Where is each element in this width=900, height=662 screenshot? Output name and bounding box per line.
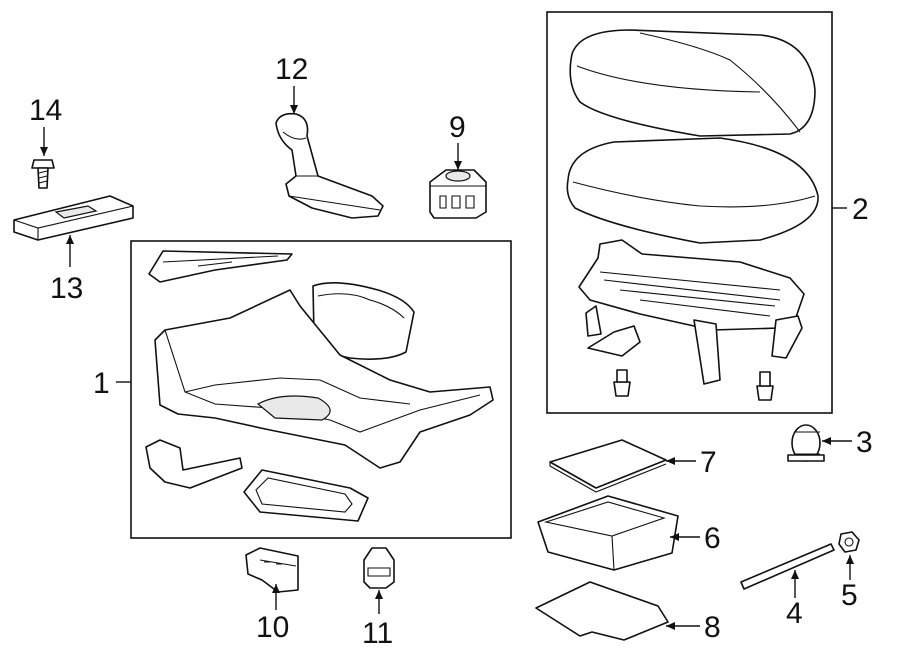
leader-lines bbox=[40, 86, 854, 630]
callout-3: 3 bbox=[856, 426, 873, 459]
callout-11: 11 bbox=[362, 617, 393, 650]
latch-1a[interactable] bbox=[145, 439, 243, 489]
liner-8[interactable] bbox=[535, 581, 669, 641]
shift-knob-12[interactable] bbox=[275, 112, 384, 219]
armrest-lid-2[interactable] bbox=[569, 29, 816, 137]
callout-8: 8 bbox=[704, 611, 721, 644]
callout-9: 9 bbox=[449, 111, 466, 144]
nut-5[interactable] bbox=[838, 531, 860, 553]
armrest-hinge-2[interactable] bbox=[578, 239, 805, 385]
callout-5: 5 bbox=[841, 579, 858, 612]
callout-4: 4 bbox=[786, 597, 803, 630]
mat-7[interactable] bbox=[549, 439, 667, 493]
connector-11[interactable] bbox=[363, 547, 395, 589]
bracket-10[interactable] bbox=[245, 547, 299, 593]
bolt-14[interactable] bbox=[31, 159, 55, 189]
callout-13: 13 bbox=[50, 272, 83, 305]
callout-12: 12 bbox=[275, 53, 308, 86]
pad-13[interactable] bbox=[13, 195, 134, 241]
callout-14: 14 bbox=[29, 94, 62, 127]
callout-6: 6 bbox=[704, 522, 721, 555]
console-assembly-group-box bbox=[130, 240, 512, 539]
armrest-assembly-group-box bbox=[546, 11, 833, 414]
callout-2: 2 bbox=[852, 193, 869, 226]
armrest-pad-2[interactable] bbox=[566, 137, 819, 244]
callout-10: 10 bbox=[256, 611, 289, 644]
clip-3[interactable] bbox=[787, 424, 825, 462]
screw-2a[interactable] bbox=[613, 369, 631, 397]
tray-insert-1b[interactable] bbox=[243, 469, 369, 522]
console-body-1[interactable] bbox=[148, 250, 494, 469]
switch-9[interactable] bbox=[429, 169, 487, 219]
rod-4[interactable] bbox=[740, 543, 835, 590]
callout-1: 1 bbox=[93, 367, 110, 400]
callout-7: 7 bbox=[700, 446, 717, 479]
screw-2b[interactable] bbox=[756, 371, 774, 401]
storage-bin-6[interactable] bbox=[537, 495, 679, 571]
